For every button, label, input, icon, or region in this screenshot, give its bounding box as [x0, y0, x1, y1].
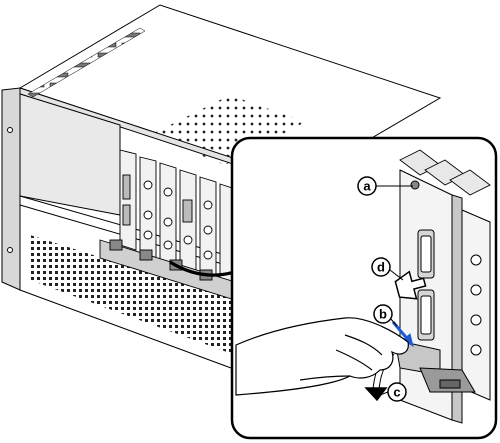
mounting-ear: [1, 87, 21, 291]
module-card: [219, 183, 233, 286]
hand-drawing: [235, 317, 409, 396]
callout-c: c: [387, 382, 407, 402]
callout-d: d: [371, 257, 391, 277]
module-cards: [99, 149, 236, 301]
detail-inset: [230, 136, 498, 440]
arrow-d: [394, 270, 427, 300]
module-card: [119, 149, 137, 251]
callout-c-label: c: [393, 385, 400, 400]
callout-b-label: b: [379, 307, 387, 322]
callout-d-label: d: [377, 260, 385, 275]
callout-b: b: [373, 304, 393, 324]
module-card: [139, 156, 157, 259]
module-card: [159, 162, 177, 266]
callout-a: a: [357, 176, 377, 196]
callout-a-label: a: [363, 179, 371, 194]
